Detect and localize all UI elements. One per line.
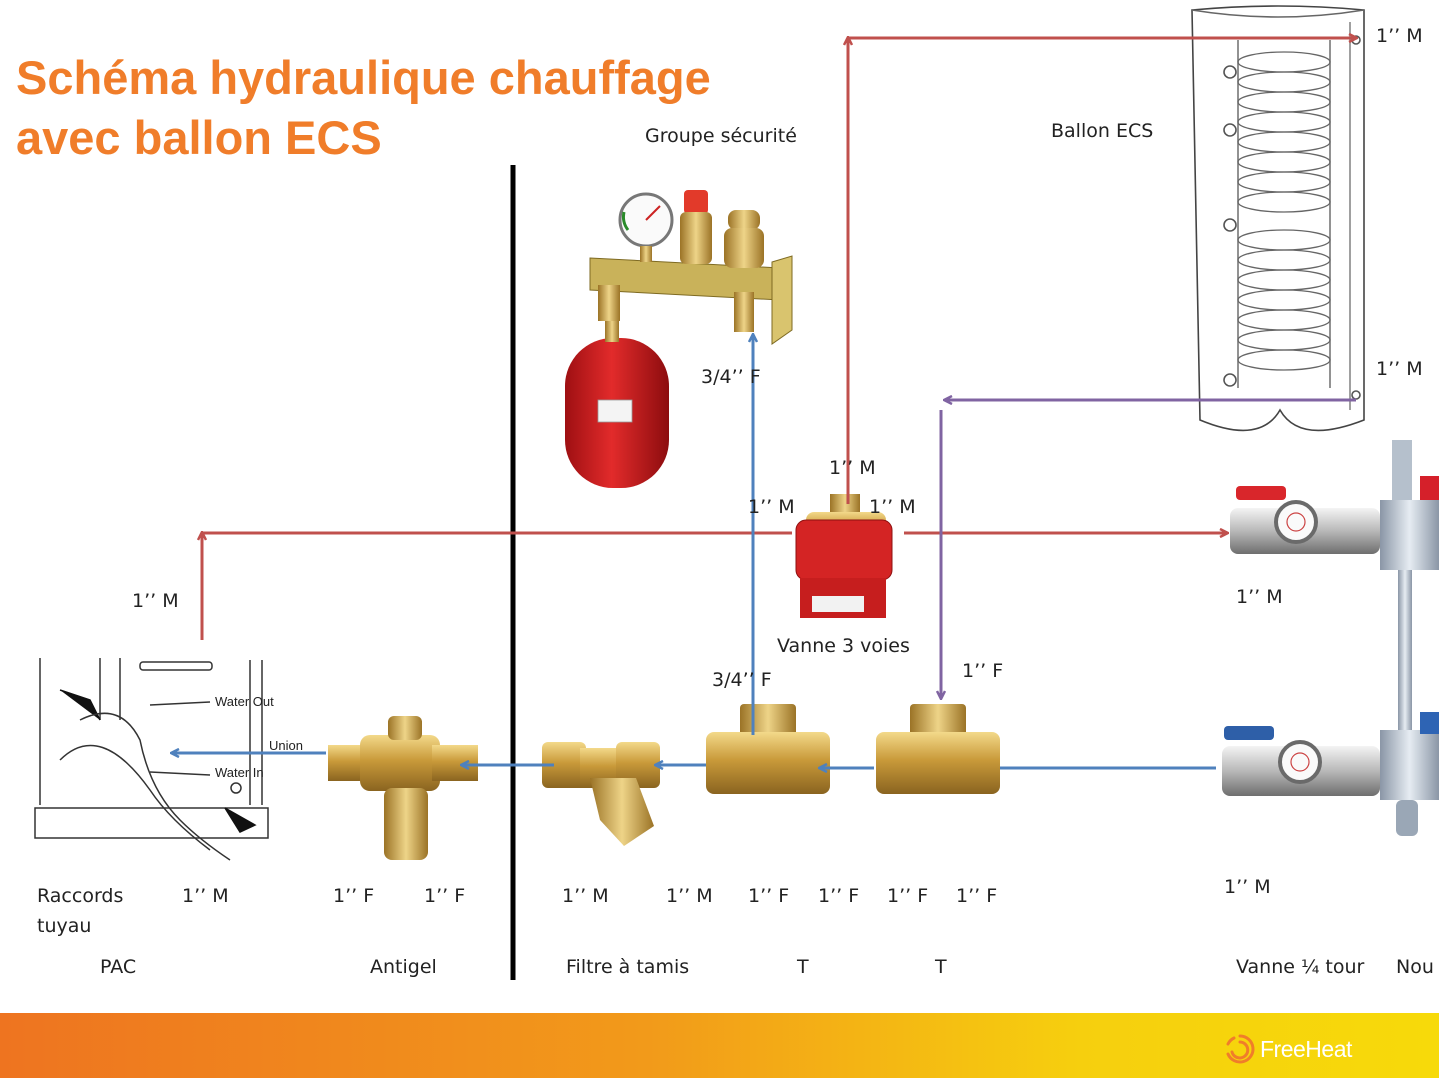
fitting-antigel-left: 1’’ F (333, 885, 375, 907)
freeheat-logo-text: FreeHeat (1260, 1036, 1352, 1062)
hot-pipes (202, 38, 1356, 640)
antigel-image (328, 716, 478, 860)
label-nourrice: Nou (1396, 956, 1434, 978)
fitting-antigel-right: 1’’ F (424, 885, 466, 907)
fitting-filtre-right: 1’’ M (666, 885, 713, 907)
fitting-vanne-top: 1’’ M (829, 457, 876, 479)
filtre-a-tamis-image (542, 742, 660, 846)
label-raccords-line2: tuyau (37, 915, 92, 937)
label-pac: PAC (100, 956, 137, 978)
fitting-t2-top: 1’’ F (962, 660, 1004, 682)
t-fitting-1-image (706, 704, 830, 794)
label-vanne-3-voies: Vanne 3 voies (777, 635, 910, 657)
label-raccords-line1: Raccords (37, 885, 124, 907)
fitting-vanne-left: 1’’ M (748, 496, 795, 518)
pac-water-out-text: Water Out (215, 694, 274, 709)
fitting-t1-top: 3/4’’ F (712, 669, 772, 691)
fitting-vanne-right: 1’’ M (869, 496, 916, 518)
fitting-ballon-top: 1’’ M (1376, 25, 1423, 47)
fitting-pac-out: 1’’ M (132, 590, 179, 612)
freeheat-logo: FreeHeat (1222, 1030, 1362, 1070)
fitting-nourrice-bottom: 1’’ M (1224, 876, 1271, 898)
groupe-securite-image (565, 190, 793, 488)
fitting-t1-left: 1’’ F (748, 885, 790, 907)
nourrice-image (1380, 440, 1439, 836)
page-title: Schéma hydraulique chauffage avec ballon… (16, 48, 711, 168)
footer-bar (0, 1013, 1439, 1078)
fitting-t2-right: 1’’ F (956, 885, 998, 907)
freeheat-logo-icon (1226, 1034, 1255, 1064)
label-t1: T (797, 956, 809, 978)
label-antigel: Antigel (370, 956, 437, 978)
fitting-nourrice-top: 1’’ M (1236, 586, 1283, 608)
label-ballon-ecs: Ballon ECS (1051, 120, 1154, 142)
fitting-t1-right: 1’’ F (818, 885, 860, 907)
vanne-quart-tour-red-image (1230, 486, 1380, 554)
fitting-groupe-outlet: 3/4’’ F (701, 366, 761, 388)
fitting-filtre-left: 1’’ M (562, 885, 609, 907)
pac-image (34, 658, 269, 861)
fitting-pac-bottom: 1’’ M (182, 885, 229, 907)
title-line-1: Schéma hydraulique chauffage (16, 51, 711, 104)
label-filtre: Filtre à tamis (566, 956, 690, 978)
ecs-return-pipes (941, 400, 1356, 698)
pac-union-text: Union (269, 738, 303, 753)
ballon-ecs-tank-image (1191, 5, 1365, 432)
pac-water-in-text: Water In (215, 765, 264, 780)
label-groupe-securite: Groupe sécurité (645, 125, 797, 147)
label-vanne-quart-tour: Vanne ¼ tour (1236, 956, 1365, 978)
vanne-3-voies-image (795, 494, 893, 618)
cold-pipes (172, 335, 1216, 768)
fitting-ballon-bottom: 1’’ M (1376, 358, 1423, 380)
title-line-2: avec ballon ECS (16, 111, 382, 164)
label-t2: T (935, 956, 947, 978)
t-fitting-2-image (876, 704, 1000, 794)
vanne-quart-tour-blue-image (1222, 726, 1380, 796)
fitting-t2-left: 1’’ F (887, 885, 929, 907)
